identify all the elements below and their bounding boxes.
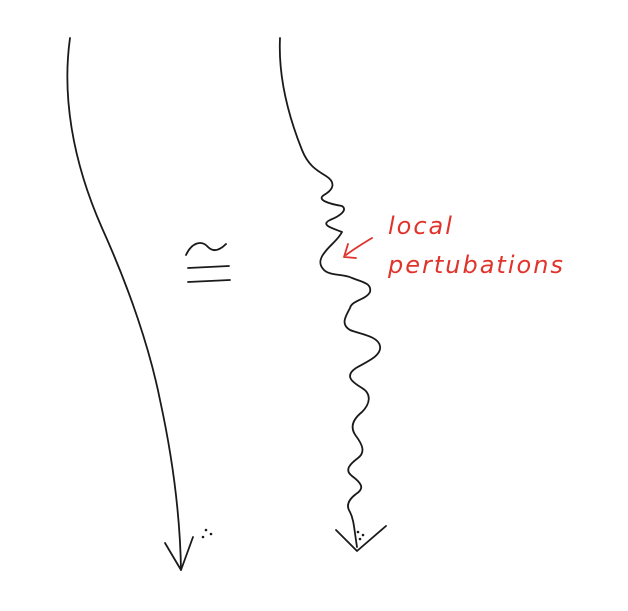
approx-equal-symbol bbox=[185, 242, 231, 283]
approx-tilde bbox=[185, 242, 227, 256]
smooth-path bbox=[66, 37, 213, 571]
annotation-line-2: pertubations bbox=[387, 251, 565, 279]
perturbed-curve bbox=[278, 37, 381, 548]
approx-bar-top bbox=[187, 265, 230, 269]
smooth-endpoint-dots bbox=[201, 528, 213, 539]
annotation-line-1: local bbox=[388, 212, 454, 240]
annotation-arrow bbox=[345, 237, 373, 256]
perturbation-annotation: local pertubations bbox=[343, 212, 565, 279]
annotation-arrowhead bbox=[343, 243, 357, 259]
approx-bar-bottom bbox=[187, 279, 231, 283]
smooth-arrowhead bbox=[164, 536, 194, 571]
perturbed-path bbox=[278, 37, 387, 552]
perturbed-endpoint-dots bbox=[356, 530, 365, 541]
smooth-curve bbox=[66, 37, 182, 571]
perturbed-arrowhead bbox=[335, 525, 387, 552]
